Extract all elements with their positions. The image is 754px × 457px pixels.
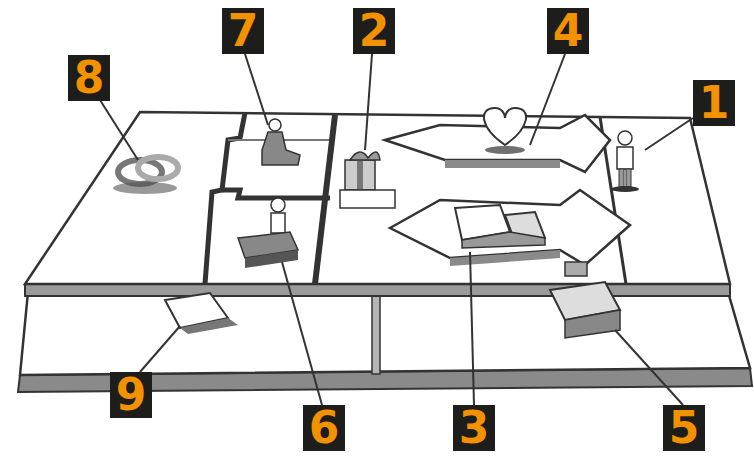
callout-number: 8 — [68, 55, 110, 101]
leader-line — [245, 54, 268, 125]
gift-ribbon — [357, 160, 363, 190]
person-icon — [269, 119, 281, 131]
leader-line — [645, 118, 693, 150]
callout-number: 5 — [663, 405, 705, 451]
leader-line — [470, 252, 474, 405]
truck-icon — [462, 232, 545, 248]
gift-icon — [340, 190, 395, 208]
gift-icon — [345, 160, 375, 190]
leader-line — [615, 330, 683, 405]
canvas-board — [25, 112, 730, 284]
callout-number: 6 — [303, 405, 345, 451]
arrow-shadow — [450, 250, 560, 266]
leader-line — [100, 100, 138, 160]
person-icon — [619, 169, 624, 187]
desk-icon — [245, 250, 298, 268]
cost-revenue-band — [20, 292, 750, 375]
heart-icon — [484, 108, 526, 145]
icon-shadow — [485, 146, 525, 154]
register-display — [565, 262, 587, 276]
icon-shadow — [113, 182, 177, 194]
person-icon — [618, 131, 632, 145]
leader-line — [140, 326, 180, 372]
leader-line — [282, 262, 322, 405]
leader-line — [365, 54, 372, 150]
person-icon — [626, 169, 631, 187]
arrow-shadow — [445, 160, 560, 168]
band-divider — [372, 292, 380, 374]
person-icon — [271, 198, 285, 212]
board-edge — [25, 284, 730, 296]
channel-arrow — [390, 190, 630, 265]
callout-number: 9 — [110, 372, 152, 418]
person-icon — [271, 213, 285, 233]
callout-number: 7 — [222, 8, 264, 54]
icon-shadow — [611, 186, 639, 192]
leader-line — [530, 54, 565, 145]
person-icon — [262, 132, 300, 165]
icon-shadow — [180, 318, 238, 334]
callout-number: 4 — [547, 8, 589, 54]
callout-number: 3 — [453, 405, 495, 451]
column-divider — [315, 115, 335, 284]
ring-icon — [138, 157, 178, 179]
gift-bow — [350, 152, 380, 160]
row-divider — [222, 190, 330, 198]
callout-number: 2 — [353, 8, 395, 54]
person-icon — [617, 147, 633, 169]
callout-number: 1 — [693, 80, 735, 126]
register-icon — [565, 310, 620, 338]
